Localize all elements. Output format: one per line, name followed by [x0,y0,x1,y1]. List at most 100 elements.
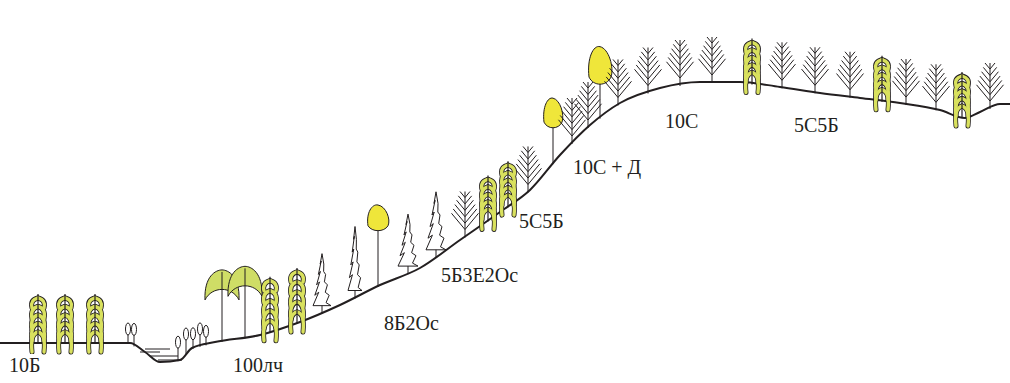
birch-strand [882,90,888,110]
birch-trunk [269,277,270,333]
pine-trunk [465,192,466,238]
pine-branch [559,120,586,136]
pine-branch [699,59,726,75]
birch-strand-outline [962,106,968,126]
umbrella-tree [228,266,262,338]
birch-strand-outline [746,73,752,93]
pine-branch [810,47,820,53]
pine-branch [635,69,662,85]
pine-branch [581,86,594,94]
spruce-trunk [436,250,437,258]
birch-strand-outline [297,312,303,332]
pine-branch [704,46,721,56]
birch-strand [59,332,65,352]
pine-branch [458,196,471,204]
pine-branch [842,60,859,70]
pine-trunk [782,42,783,88]
broadleaf-crown [368,205,389,231]
pine-branch [636,65,660,79]
pine-branch [808,52,821,60]
pine-tree [515,146,542,192]
birch-tree [956,72,969,126]
pine-trunk [648,48,649,94]
pine-branch [516,164,540,178]
birch-strand [488,209,494,229]
pine-branch [978,80,1002,94]
pine-branch [843,56,856,64]
pine-trunk [618,59,619,105]
pine-branch [898,68,915,78]
spruce-tree [426,192,446,258]
pine-trunk [850,52,851,98]
birch-strand-outline [32,332,38,352]
pine-tree [452,192,479,238]
birch-trunk [64,294,65,344]
birch-strand [482,209,488,229]
birch-tree [291,268,304,332]
pine-branch [673,44,686,52]
birch-strand-outline [876,90,882,110]
birch-tree [32,294,45,352]
birch-trunk [751,39,752,85]
umbrella-trunk [245,268,246,338]
pine-branch [640,56,657,66]
umbrella-trunk [222,272,223,342]
spruce-crown [313,254,331,306]
pine-tree [769,42,796,88]
stand-formula: 100лч [232,354,284,376]
pine-tree [699,37,726,83]
birch-strand [89,332,95,352]
pine-tree [977,63,1004,109]
pine-branch [845,52,855,58]
spruce-trunk [408,266,409,274]
pine-trunk [906,59,907,105]
spruce-crown [426,192,446,250]
water-line [145,349,170,350]
stand-formula: 5Б3Е2Ос [440,264,519,286]
bog-plant-head [191,328,196,340]
pine-branch [520,155,537,165]
pine-branch [802,69,829,85]
pine-branch [453,209,477,223]
birch-strand-outline [882,90,888,110]
stand-formula: 5С5Б [793,114,840,136]
pine-tree [837,52,864,98]
pine-tree [575,82,602,128]
pine-trunk [990,63,991,109]
pine-tree [893,59,920,105]
birch-strand [38,332,44,352]
pine-tree [635,48,662,94]
stand-formula: 10С [664,110,699,132]
broadleaf-trunk [553,124,554,164]
broadleaf-tree [544,98,563,164]
pine-branch [675,40,685,46]
bog-plant [191,328,196,349]
birch-strand-outline [482,209,488,229]
pine-branch [452,213,479,229]
birch-strand [65,332,71,352]
pine-branch [641,52,654,60]
birch-strand [297,312,303,332]
spruce-tree [313,254,331,314]
broadleaf-trunk [378,227,379,287]
pine-trunk [712,37,713,83]
pine-branch [775,47,788,55]
pine-branch [777,42,787,48]
pine-branch [931,64,941,70]
bog-plant-stem [186,339,187,355]
stand-formula: 8Б2Ос [383,312,440,334]
pine-trunk [815,47,816,93]
pine-trunk [936,64,937,110]
pine-branch [668,57,692,71]
birch-trunk [94,294,95,344]
birch-tree [264,277,277,341]
pine-branch [606,77,630,91]
pine-trunk [680,40,681,86]
birch-strand [876,90,882,110]
water-line [150,356,178,357]
birch-tree [876,56,889,110]
birch-strand [264,321,270,341]
stand-formula: 10Б [8,354,41,376]
